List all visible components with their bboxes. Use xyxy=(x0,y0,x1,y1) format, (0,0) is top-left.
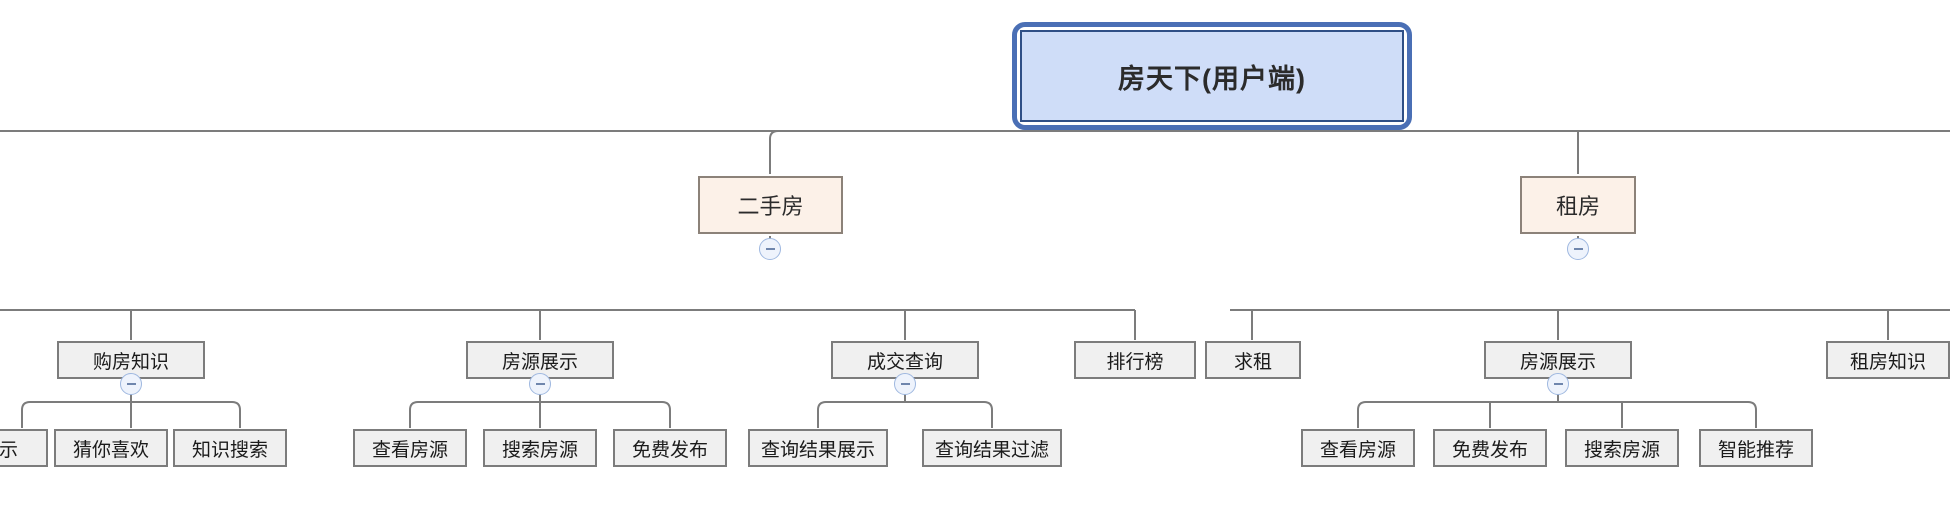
node-cainixihuan[interactable]: 猜你喜欢 xyxy=(54,429,168,467)
node-zufangzhishi[interactable]: 租房知识 xyxy=(1826,341,1950,379)
minus-circle-icon-chengjiaochaxun[interactable] xyxy=(894,373,916,395)
node-zhinengtuijian-label: 智能推荐 xyxy=(1717,439,1794,461)
node-zufang[interactable]: 租房 xyxy=(1520,176,1636,234)
node-zhinengtuijian[interactable]: 智能推荐 xyxy=(1699,429,1813,467)
node-mianfeifabu-1-label: 免费发布 xyxy=(631,439,708,461)
root-node[interactable]: 房天下(用户端) xyxy=(1012,22,1412,130)
node-chengjiaochaxun-label: 成交查询 xyxy=(866,351,943,373)
edge-goufangzhishi-bracket xyxy=(21,401,241,428)
node-ershoufang-label: 二手房 xyxy=(737,194,804,219)
minus-glyph xyxy=(535,383,545,385)
node-zufang-label: 租房 xyxy=(1555,194,1600,219)
node-mianfeifabu-2[interactable]: 免费发布 xyxy=(1433,429,1547,467)
node-cainixihuan-label: 猜你喜欢 xyxy=(72,439,149,461)
node-fangyuanzhanshi-2-label: 房源展示 xyxy=(1519,351,1596,373)
minus-glyph xyxy=(1553,383,1563,385)
node-chaxunjieguozhanshi[interactable]: 查询结果展示 xyxy=(748,429,888,467)
edge-cj-bracket xyxy=(817,401,993,428)
minus-circle-icon-ershoufang[interactable] xyxy=(759,238,781,260)
minus-glyph xyxy=(765,248,775,250)
minus-glyph xyxy=(900,383,910,385)
node-sousuofangyuan-2[interactable]: 搜索房源 xyxy=(1565,429,1679,467)
edge-to-ershoufang xyxy=(769,130,779,174)
minus-circle-icon-zufang[interactable] xyxy=(1567,238,1589,260)
root-node-label: 房天下(用户端) xyxy=(1020,30,1404,122)
node-chakanfangyuan-1-label: 查看房源 xyxy=(371,439,448,461)
minus-circle-icon-fangyuanzhanshi-1[interactable] xyxy=(529,373,551,395)
node-chaxunjieguozhanshi-label: 查询结果展示 xyxy=(760,439,875,461)
node-sousuofangyuan-2-label: 搜索房源 xyxy=(1583,439,1660,461)
node-zhishizhanshi-label: 展示 xyxy=(0,439,18,461)
node-zhishisousuo-label: 知识搜索 xyxy=(191,439,268,461)
node-zhishizhanshi[interactable]: 展示 xyxy=(0,429,48,467)
edge-fy1-bracket xyxy=(409,401,671,428)
node-mianfeifabu-2-label: 免费发布 xyxy=(1451,439,1528,461)
node-paihangbang-label: 排行榜 xyxy=(1106,351,1164,373)
node-sousuofangyuan-1-label: 搜索房源 xyxy=(501,439,578,461)
node-zhishisousuo[interactable]: 知识搜索 xyxy=(173,429,287,467)
edge-spine-to-ershoufang-helper xyxy=(758,131,778,174)
node-paihangbang[interactable]: 排行榜 xyxy=(1074,341,1196,379)
node-ershoufang[interactable]: 二手房 xyxy=(698,176,843,234)
node-sousuofangyuan-1[interactable]: 搜索房源 xyxy=(483,429,597,467)
node-goufangzhishi-label: 购房知识 xyxy=(92,351,169,373)
node-qiuzu[interactable]: 求租 xyxy=(1205,341,1301,379)
minus-glyph xyxy=(1573,248,1583,250)
minus-glyph xyxy=(126,383,136,385)
minus-circle-icon-goufangzhishi[interactable] xyxy=(120,373,142,395)
node-chakanfangyuan-1[interactable]: 查看房源 xyxy=(353,429,467,467)
node-chaxunjieguoguolv-label: 查询结果过滤 xyxy=(934,439,1049,461)
node-mianfeifabu-1[interactable]: 免费发布 xyxy=(613,429,727,467)
edge-fy2-bracket xyxy=(1357,401,1757,428)
node-chaxunjieguoguolv[interactable]: 查询结果过滤 xyxy=(922,429,1062,467)
minus-circle-icon-fangyuanzhanshi-2[interactable] xyxy=(1547,373,1569,395)
node-fangyuanzhanshi-1-label: 房源展示 xyxy=(501,351,578,373)
node-chakanfangyuan-2-label: 查看房源 xyxy=(1319,439,1396,461)
node-zufangzhishi-label: 租房知识 xyxy=(1849,351,1926,373)
node-qiuzu-label: 求租 xyxy=(1233,351,1272,373)
node-chakanfangyuan-2[interactable]: 查看房源 xyxy=(1301,429,1415,467)
